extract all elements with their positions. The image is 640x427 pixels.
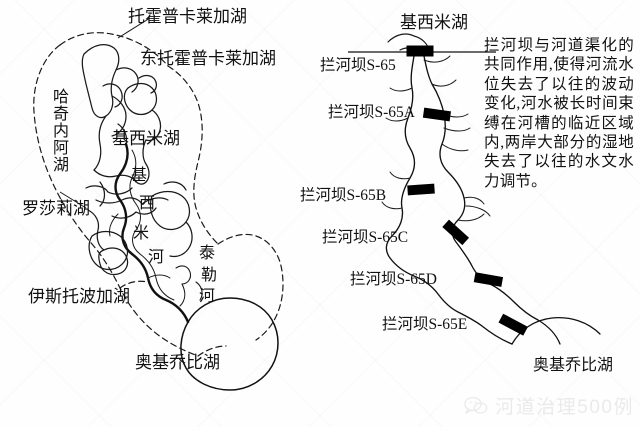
upper-lakes-outline: [81, 44, 162, 185]
mid-lakes-outline: [85, 169, 193, 276]
dam-label-s-65b: 拦河坝S-65B: [300, 187, 387, 204]
taylor-creek-features: [175, 265, 203, 307]
river-label-char-2: 西: [139, 195, 156, 212]
label-hatchineha: 哈奇内阿湖: [50, 88, 67, 173]
label-east-tohopekaliga: 东托霍普卡莱加湖: [140, 49, 276, 68]
dam-bar-s-65b: [407, 183, 435, 196]
label-okeechobee-right: 奥基乔比湖: [533, 357, 614, 374]
creek-label-char-2: 勒: [201, 267, 218, 284]
creek-label-char-1: 泰: [199, 245, 216, 262]
remnant-meanders: [381, 55, 491, 222]
annotation-paragraph: 拦河坝与河道渠化的共同作用,使得河流水位失去了以往的波动变化,河水被长时间束缚在…: [484, 37, 634, 190]
dam-label-s-65d: 拦河坝S-65D: [350, 271, 437, 288]
dam-bar-s-65a: [422, 107, 451, 122]
leader-rosalie: [59, 191, 87, 209]
dam-structures: [348, 45, 528, 336]
dam-label-s-65c: 拦河坝S-65C: [322, 229, 409, 246]
dam-bar-s-65d: [473, 272, 504, 287]
leader-tohopekaliga: [117, 17, 151, 39]
river-label-char-3: 米: [133, 225, 150, 242]
label-kissimmee-lake-right: 基西米湖: [400, 13, 468, 32]
dam-label-s-65a: 拦河坝S-65A: [328, 104, 415, 121]
label-tohopekaliga: 托霍普卡莱加湖: [128, 7, 247, 26]
natural-river-banks: [109, 149, 175, 301]
river-label-char-4: 河: [148, 249, 165, 266]
dam-bar-s-65: [406, 45, 434, 57]
left-basin-boundary: [33, 32, 284, 357]
label-istokpoga: 伊斯托波加湖: [28, 287, 130, 306]
label-kissimmee-lake: 基西米湖: [112, 129, 180, 148]
river-label-char-1: 基: [131, 167, 148, 184]
label-okeechobee-left: 奥基乔比湖: [135, 353, 220, 372]
creek-label-char-3: 河: [199, 288, 216, 305]
label-rosalie: 罗莎莉湖: [22, 199, 90, 218]
istokpoga-outline: [88, 230, 129, 271]
leader-lines: [59, 17, 151, 209]
dam-bar-s-65c: [442, 219, 470, 246]
okeechobee-outline-left: [180, 297, 279, 391]
dam-bar-s-65e: [498, 313, 528, 336]
dam-label-s-65e: 拦河坝S-65E: [382, 316, 468, 333]
dam-label-s-65: 拦河坝S-65: [320, 57, 396, 74]
natural-river-course: [114, 142, 190, 324]
